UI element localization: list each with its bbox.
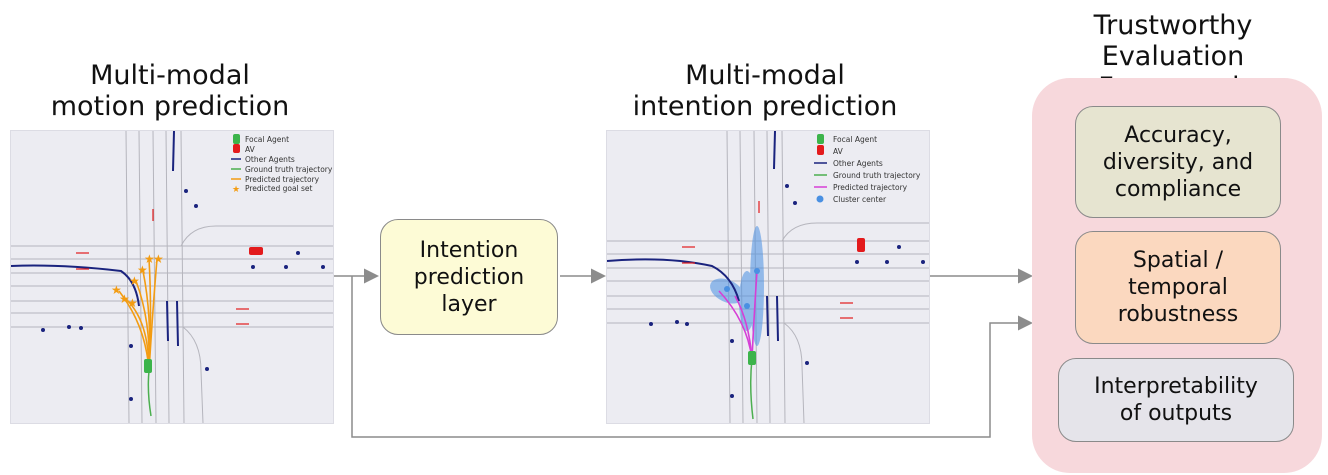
svg-text:★: ★ xyxy=(137,263,148,277)
svg-text:★: ★ xyxy=(129,274,140,288)
motion-legend: Focal Agent AV Other Agents Ground truth… xyxy=(231,134,333,195)
svg-text:★: ★ xyxy=(119,292,130,306)
svg-text:Predicted trajectory: Predicted trajectory xyxy=(833,183,908,192)
svg-text:Ground truth trajectory: Ground truth trajectory xyxy=(833,171,921,180)
svg-text:Focal Agent: Focal Agent xyxy=(833,135,877,144)
intention-prediction-scene: Focal Agent AV Other Agents Ground truth… xyxy=(606,130,930,424)
intention-prediction-layer: Intention prediction layer xyxy=(380,219,558,335)
motion-prediction-scene: ★★★ ★★★ ★ Focal Agent AV Other Agents Gr… xyxy=(10,130,334,424)
motion-prediction-title: Multi-modal motion prediction xyxy=(50,60,290,122)
svg-text:★: ★ xyxy=(144,252,155,266)
intention-prediction-title: Multi-modal intention prediction xyxy=(632,60,898,122)
svg-text:Predicted trajectory: Predicted trajectory xyxy=(245,175,320,184)
svg-text:★: ★ xyxy=(127,296,138,310)
svg-text:★: ★ xyxy=(153,252,164,266)
svg-text:Other Agents: Other Agents xyxy=(245,155,295,164)
svg-text:★: ★ xyxy=(232,185,240,195)
svg-text:Predicted goal set: Predicted goal set xyxy=(245,184,313,193)
interpretability-of-outputs-box: Interpretability of outputs xyxy=(1058,358,1294,442)
svg-text:Ground truth trajectory: Ground truth trajectory xyxy=(245,165,333,174)
svg-text:Other Agents: Other Agents xyxy=(833,159,883,168)
svg-text:AV: AV xyxy=(833,147,844,156)
svg-text:Focal Agent: Focal Agent xyxy=(245,135,289,144)
intention-legend: Focal Agent AV Other Agents Ground truth… xyxy=(814,134,921,204)
predicted-goal-stars: ★★★ ★★★ ★ xyxy=(111,252,164,310)
svg-text:★: ★ xyxy=(111,283,122,297)
spatial-temporal-robustness-box: Spatial / temporal robustness xyxy=(1075,231,1281,344)
svg-text:Cluster center: Cluster center xyxy=(833,195,887,204)
svg-text:AV: AV xyxy=(245,145,256,154)
accuracy-diversity-compliance-box: Accuracy, diversity, and compliance xyxy=(1075,106,1281,218)
bypass-line xyxy=(351,276,1033,438)
